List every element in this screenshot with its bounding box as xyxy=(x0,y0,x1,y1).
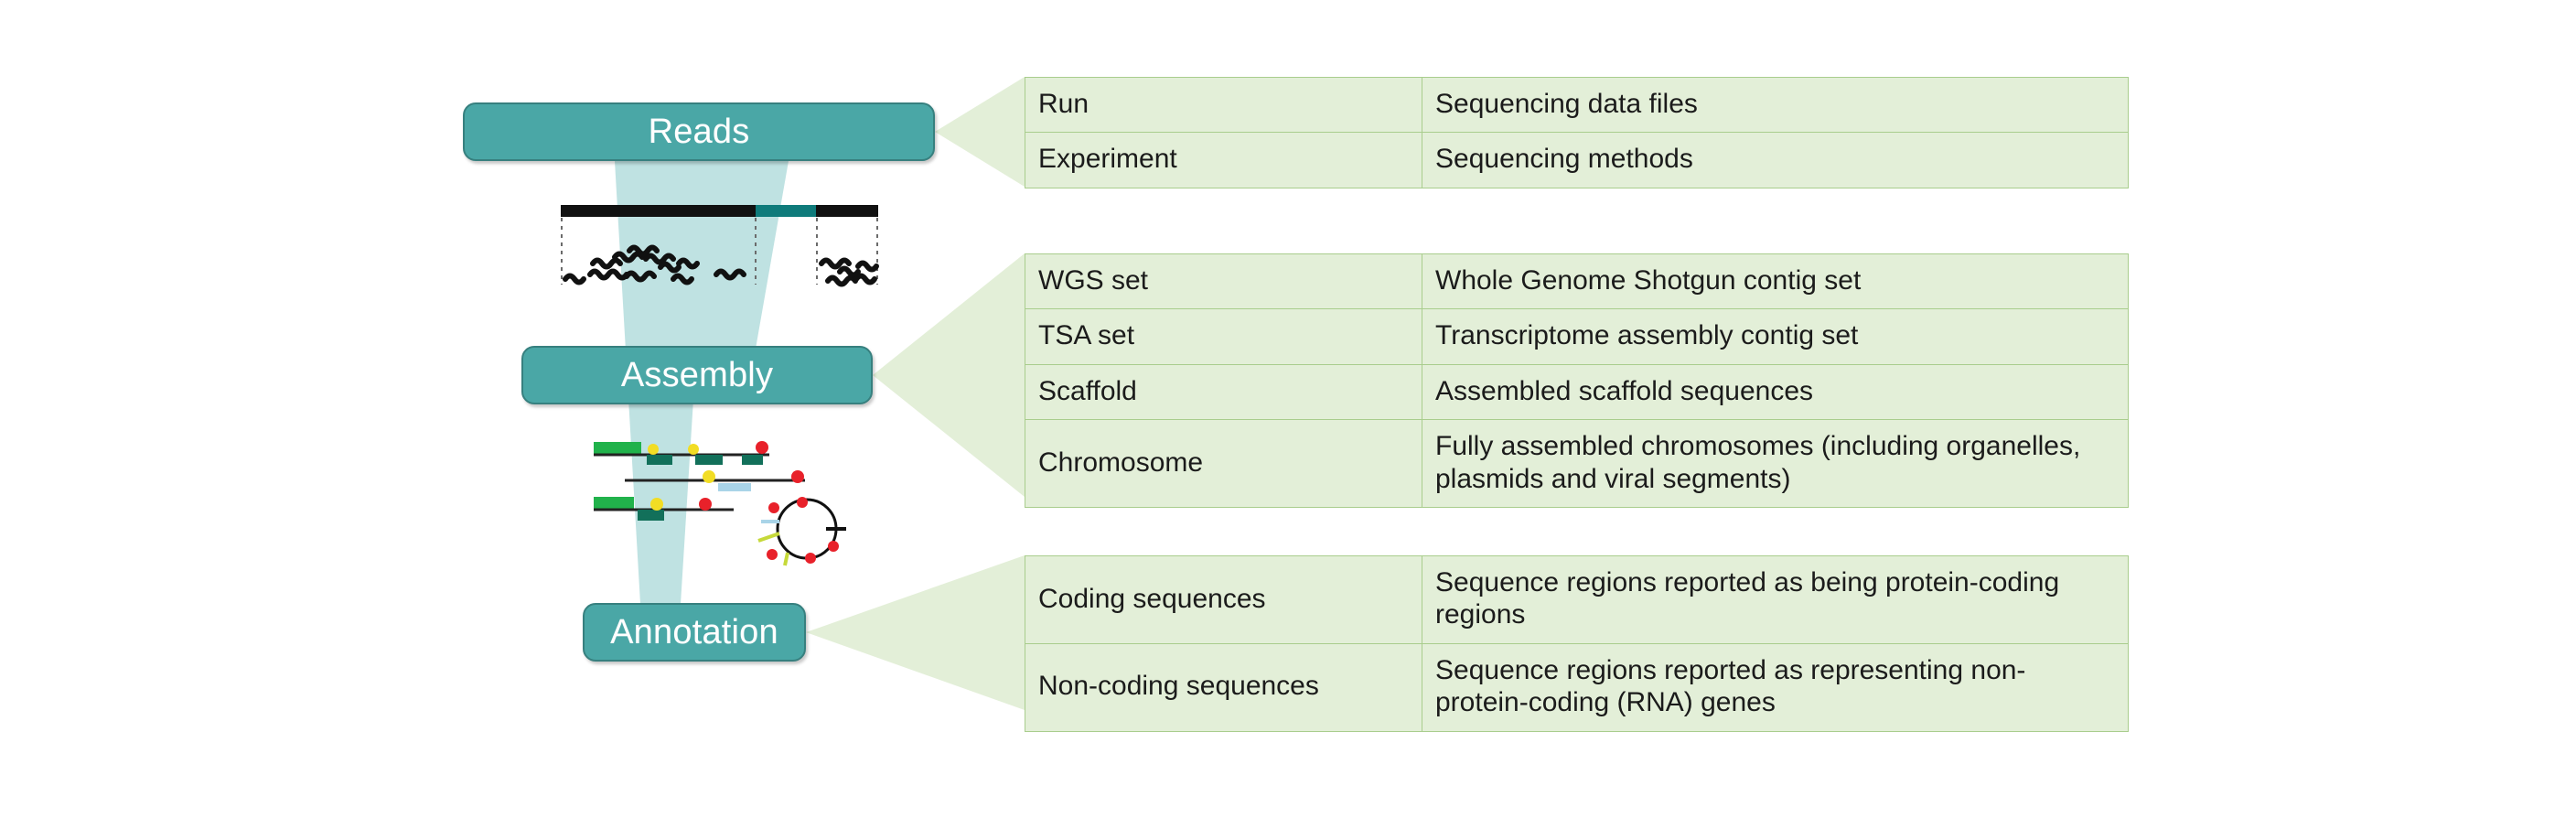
stage-label-reads: Reads xyxy=(648,112,750,151)
term-cell: Non-coding sequences xyxy=(1025,642,1422,732)
term-cell: Coding sequences xyxy=(1025,555,1422,644)
sequencing-reads xyxy=(563,244,879,287)
table-row: WGS set Whole Genome Shotgun contig set xyxy=(1025,253,2129,310)
term-cell: Scaffold xyxy=(1025,363,1422,421)
description-cell: Assembled scaffold sequences xyxy=(1422,363,2129,421)
term-cell: Experiment xyxy=(1025,132,1422,188)
term-cell: Chromosome xyxy=(1025,419,1422,508)
pointer-assembly xyxy=(873,253,1025,497)
annotation-definition-table: Coding sequences Sequence regions report… xyxy=(1025,555,2129,732)
table-row: Coding sequences Sequence regions report… xyxy=(1025,555,2129,644)
description-cell: Sequence regions reported as representin… xyxy=(1422,642,2129,732)
description-cell: Fully assembled chromosomes (including o… xyxy=(1422,419,2129,508)
table-row: Scaffold Assembled scaffold sequences xyxy=(1025,363,2129,421)
assembly-definition-table: WGS set Whole Genome Shotgun contig set … xyxy=(1025,253,2129,508)
stage-box-reads[interactable]: Reads xyxy=(463,102,935,161)
term-cell: TSA set xyxy=(1025,308,1422,365)
table-row: Non-coding sequences Sequence regions re… xyxy=(1025,642,2129,732)
table-row: Experiment Sequencing methods xyxy=(1025,132,2129,188)
term-cell: WGS set xyxy=(1025,253,1422,310)
pointer-reads xyxy=(935,77,1025,187)
description-cell: Sequencing data files xyxy=(1422,76,2129,134)
reads-reference-illustration xyxy=(561,205,879,287)
stage-box-annotation[interactable]: Annotation xyxy=(583,603,806,662)
description-cell: Transcriptome assembly contig set xyxy=(1422,308,2129,365)
assembly-contig-illustration xyxy=(594,441,846,566)
reads-definition-table: Run Sequencing data files Experiment Seq… xyxy=(1025,76,2129,188)
plasmid-circle xyxy=(757,497,846,566)
table-row: TSA set Transcriptome assembly contig se… xyxy=(1025,308,2129,365)
description-cell: Whole Genome Shotgun contig set xyxy=(1422,253,2129,310)
description-cell: Sequence regions reported as being prote… xyxy=(1422,555,2129,644)
stage-label-assembly: Assembly xyxy=(620,355,774,394)
table-row: Run Sequencing data files xyxy=(1025,76,2129,134)
term-cell: Run xyxy=(1025,76,1422,134)
table-row: Chromosome Fully assembled chromosomes (… xyxy=(1025,419,2129,508)
stage-label-annotation: Annotation xyxy=(610,612,778,651)
stage-box-assembly[interactable]: Assembly xyxy=(521,346,873,404)
pointer-annotation xyxy=(806,555,1025,710)
description-cell: Sequencing methods xyxy=(1422,132,2129,188)
